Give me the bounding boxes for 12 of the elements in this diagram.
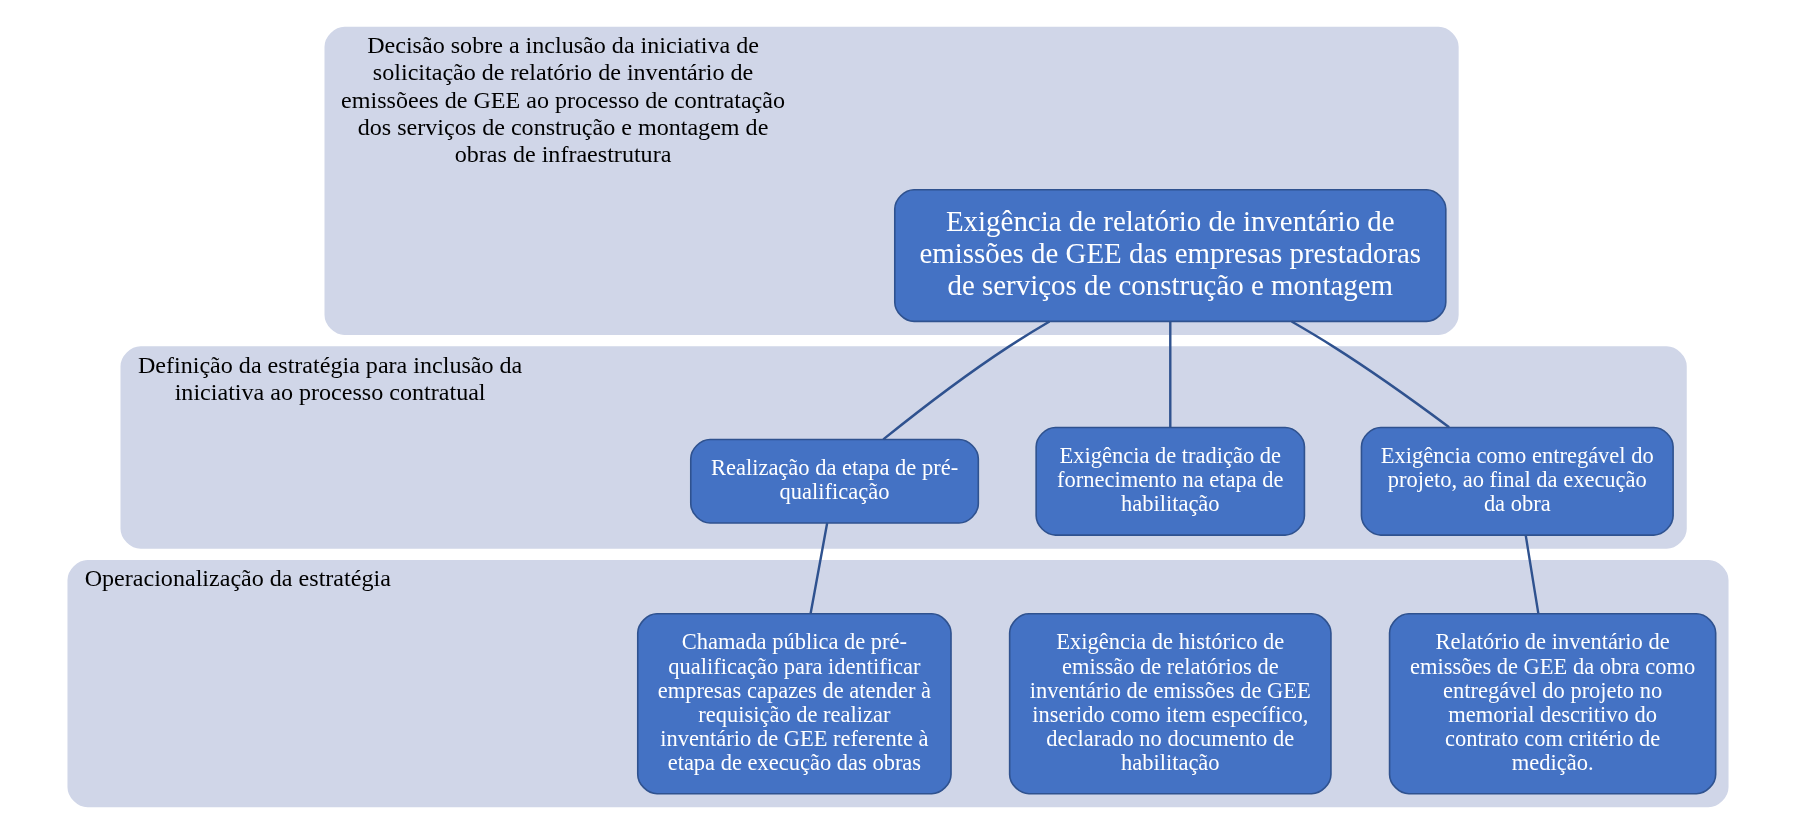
connector — [882, 320, 1050, 441]
node-box: Exigência de histórico de emissão de relatórios de inventário de emissões de GEE inserido como item específico, declarado no documento de habilitação — [1008, 613, 1332, 795]
node-box: Exigência de tradição de fornecimento na etapa de habilitação — [1034, 426, 1305, 536]
node-box: Exigência como entregável do projeto, ao final da execução da obra — [1360, 426, 1674, 536]
connector — [1168, 321, 1171, 428]
connector — [808, 522, 828, 614]
node-box: Exigência de relatório de inventário de emissões de GEE das empresas prestadoras de serviços de construção e montagem — [893, 188, 1447, 323]
node-box: Chamada pública de pré-qualificação para identificar empresas capazes de atender à requisição de realizar inventário de GEE referente à etapa de execução das obras — [636, 613, 952, 795]
connector — [1524, 535, 1540, 614]
connector — [1290, 320, 1450, 429]
node-box: Realização da etapa de pré-qualificação — [689, 438, 979, 524]
node-box: Relatório de inventário de emissões de GEE da obra como entregável do projeto no memorial descritivo do contrato com critério de medição. — [1388, 613, 1716, 795]
